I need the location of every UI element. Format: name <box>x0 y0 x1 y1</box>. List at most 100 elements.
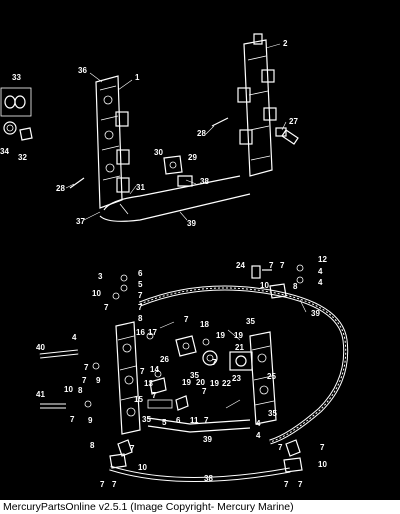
callout-14: 14 <box>150 365 159 374</box>
parts-diagram: 36 1 2 33 27 28 30 29 34 32 38 31 28 37 … <box>0 33 349 489</box>
callout-7-r: 7 <box>100 480 105 489</box>
regulator-25 <box>229 351 253 371</box>
callout-32: 32 <box>18 153 27 162</box>
callout-7-d: 7 <box>104 303 109 312</box>
callout-7-c: 7 <box>138 291 143 300</box>
callout-5-a: 5 <box>138 280 143 289</box>
callout-7-b: 7 <box>280 261 285 270</box>
fuel-rail-right <box>237 33 277 177</box>
callout-4-d: 4 <box>256 419 261 428</box>
callout-8-c: 8 <box>78 386 83 395</box>
callout-5-b: 5 <box>162 418 167 427</box>
callout-2: 2 <box>283 39 288 48</box>
callout-34: 34 <box>0 147 9 156</box>
callout-7-p: 7 <box>278 443 283 452</box>
callout-33: 33 <box>12 73 21 82</box>
crossover-tube <box>99 175 251 222</box>
callout-39-upper: 39 <box>187 219 196 228</box>
fuel-rail-left <box>95 75 130 209</box>
hose-38 <box>109 465 291 482</box>
crossover-hose-lower <box>147 417 251 433</box>
pin-28-lower <box>69 177 85 189</box>
callout-7-e: 7 <box>138 303 143 312</box>
fitting-27 <box>275 127 299 145</box>
callout-6-b: 6 <box>176 416 181 425</box>
callout-7-q: 7 <box>320 443 325 452</box>
callout-22: 22 <box>222 379 231 388</box>
callout-40: 40 <box>36 343 45 352</box>
callout-41: 41 <box>36 390 45 399</box>
callout-7-h: 7 <box>84 363 89 372</box>
callout-19-b: 19 <box>234 331 243 340</box>
callout-39-lower: 39 <box>203 435 212 444</box>
callout-15: 15 <box>134 395 143 404</box>
callout-31: 31 <box>136 183 145 192</box>
callout-7-j: 7 <box>82 376 87 385</box>
callout-21: 21 <box>235 343 244 352</box>
callout-19-a: 19 <box>216 331 225 340</box>
callout-9-b: 9 <box>88 416 93 425</box>
callout-7-s: 7 <box>112 480 117 489</box>
callout-7-i: 7 <box>140 367 145 376</box>
callout-4-c: 4 <box>72 333 77 342</box>
callout-30: 30 <box>154 148 163 157</box>
callout-38-lower: 38 <box>204 474 213 483</box>
callout-7-n: 7 <box>70 415 75 424</box>
callout-7-m: 7 <box>204 416 209 425</box>
callout-8-a: 8 <box>293 282 298 291</box>
component-20 <box>202 350 218 366</box>
callout-38-upper: 38 <box>200 177 209 186</box>
callout-1: 1 <box>135 73 140 82</box>
callout-26: 26 <box>160 355 169 364</box>
copyright-footer: MercuryPartsOnline v2.5.1 (Image Copyrig… <box>0 500 400 514</box>
callout-11: 11 <box>190 416 199 425</box>
callout-23: 23 <box>232 374 241 383</box>
callout-7-l: 7 <box>202 387 207 396</box>
callout-7-k: 7 <box>152 391 157 400</box>
callout-6-a: 6 <box>138 269 143 278</box>
callout-13: 13 <box>144 379 153 388</box>
fitting-24 <box>251 265 272 279</box>
callout-7-t: 7 <box>284 480 289 489</box>
callout-28-upper: 28 <box>197 129 206 138</box>
callout-7-a: 7 <box>269 261 274 270</box>
callout-29: 29 <box>188 153 197 162</box>
callout-27: 27 <box>289 117 298 126</box>
callout-7-u: 7 <box>298 480 303 489</box>
callout-19-d: 19 <box>210 379 219 388</box>
callout-4-a: 4 <box>318 267 323 276</box>
callout-20: 20 <box>196 378 205 387</box>
callout-7-g: 7 <box>212 358 217 367</box>
callout-numbers: 36 1 2 33 27 28 30 29 34 32 38 31 28 37 … <box>0 39 327 489</box>
fuel-rail-right-lower <box>249 331 277 425</box>
callout-35-c: 35 <box>142 415 151 424</box>
callout-35-b: 35 <box>190 371 199 380</box>
callout-10-c: 10 <box>64 385 73 394</box>
callout-9-a: 9 <box>96 376 101 385</box>
fuel-rail-left-lower <box>115 321 141 435</box>
callout-10-b: 10 <box>92 289 101 298</box>
callout-12: 12 <box>318 255 327 264</box>
callout-35-a: 35 <box>246 317 255 326</box>
callout-36: 36 <box>78 66 87 75</box>
callout-4-b: 4 <box>318 278 323 287</box>
callout-19-c: 19 <box>182 378 191 387</box>
component-26 <box>175 335 197 357</box>
callout-24: 24 <box>236 261 245 270</box>
callout-7-f: 7 <box>184 315 189 324</box>
braided-hose-39 <box>139 285 349 445</box>
callout-28-lower: 28 <box>56 184 65 193</box>
callout-35-d: 35 <box>268 409 277 418</box>
callout-7-o: 7 <box>130 444 135 453</box>
callout-10-e: 10 <box>318 460 327 469</box>
callout-16: 16 <box>136 328 145 337</box>
callout-10-a: 10 <box>260 281 269 290</box>
callout-17: 17 <box>148 328 157 337</box>
callout-18: 18 <box>200 320 209 329</box>
callout-39-right: 39 <box>311 309 320 318</box>
callout-37: 37 <box>76 217 85 226</box>
pin-28-upper <box>211 117 229 127</box>
callout-3: 3 <box>98 272 103 281</box>
callout-8-b: 8 <box>138 314 143 323</box>
leader-lines <box>65 43 307 409</box>
